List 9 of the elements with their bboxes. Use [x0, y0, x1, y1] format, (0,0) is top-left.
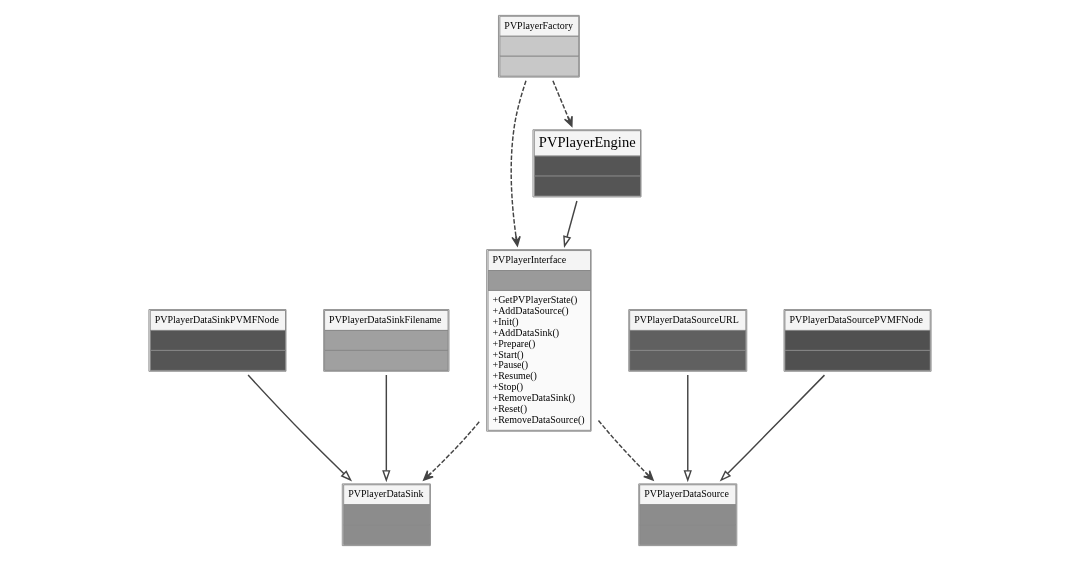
arrow: [683, 374, 692, 483]
arrow: [510, 80, 527, 247]
arrow: [719, 374, 826, 482]
arrow: [552, 80, 573, 127]
arrow: [563, 200, 578, 248]
arrow: [423, 421, 480, 481]
arrow: [597, 419, 654, 481]
arrow: [247, 374, 353, 482]
arrow: [382, 374, 391, 483]
